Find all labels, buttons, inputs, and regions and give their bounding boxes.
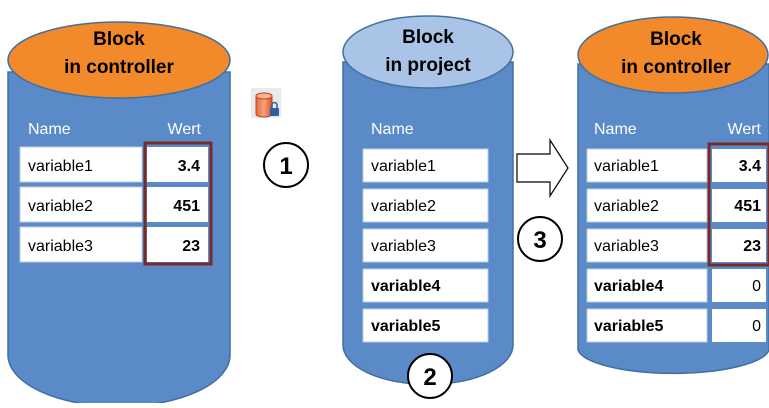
- cylinder-title-line1: Block: [650, 29, 702, 50]
- value-highlight-frame: [707, 142, 769, 267]
- variable-value: 3.4: [178, 158, 200, 175]
- value-highlight-frame: [143, 141, 213, 266]
- cell-name: [586, 188, 708, 223]
- variable-value: 3.4: [739, 158, 761, 175]
- step-number: 3: [533, 227, 546, 254]
- header-name: Name: [594, 121, 637, 138]
- variable-name: variable3: [594, 238, 659, 255]
- variable-name: variable3: [28, 238, 93, 255]
- header-value: Wert: [728, 121, 762, 138]
- variable-value: 0: [752, 318, 761, 335]
- cell-name: [362, 308, 489, 343]
- cell-name: [586, 268, 708, 303]
- database-lock-icon: [251, 88, 281, 118]
- step-number: 2: [423, 364, 436, 391]
- cell-value: [712, 309, 766, 342]
- variable-name: variable1: [28, 158, 93, 175]
- cell-name: [362, 268, 489, 303]
- header-name: Name: [28, 121, 71, 138]
- cylinder-top: [7, 21, 231, 99]
- variable-name: variable2: [28, 198, 93, 215]
- header-name: Name: [371, 121, 414, 138]
- cylinder-top: [577, 16, 769, 94]
- variable-value: 23: [182, 238, 200, 255]
- variable-name: variable5: [594, 318, 663, 335]
- step-marker-3: 3: [517, 216, 563, 262]
- step-marker-1: 1: [263, 142, 309, 188]
- cell-name: [19, 226, 143, 263]
- cylinder-block-in-controller-right: Block in controller Name Wert variable1 …: [577, 16, 769, 375]
- variable-name: variable2: [594, 198, 659, 215]
- step-marker-2: 2: [407, 353, 453, 399]
- right-arrow-icon: [516, 137, 569, 199]
- cell-value: [147, 187, 208, 222]
- cell-value: [147, 227, 208, 262]
- cylinder-title-line2: in project: [385, 55, 471, 76]
- cell-value: [147, 147, 208, 182]
- cell-value: [712, 269, 766, 302]
- cell-name: [19, 146, 143, 183]
- cylinder-title-line2: in controller: [64, 57, 174, 78]
- variable-name: variable4: [371, 278, 440, 295]
- variable-value: 451: [173, 198, 200, 215]
- variable-value: 23: [743, 238, 761, 255]
- variable-name: variable1: [371, 158, 436, 175]
- variable-value: 0: [752, 278, 761, 295]
- cylinder-top: [342, 15, 514, 89]
- cell-name: [362, 228, 489, 263]
- cell-name: [586, 308, 708, 343]
- variable-value: 451: [734, 198, 761, 215]
- cell-value: [712, 189, 766, 222]
- cell-value: [712, 149, 766, 182]
- variable-name: variable5: [371, 318, 440, 335]
- cylinder-block-in-project: Block in project Name variable1 variable…: [342, 15, 514, 386]
- cell-name: [586, 148, 708, 183]
- variable-name: variable3: [371, 238, 436, 255]
- cylinder-block-in-controller-left: Block in controller Name Wert variable1 …: [7, 21, 231, 408]
- variable-name: variable1: [594, 158, 659, 175]
- cell-name: [362, 148, 489, 183]
- variable-name: variable2: [371, 198, 436, 215]
- step-number: 1: [279, 153, 292, 180]
- cylinder-title-line1: Block: [93, 29, 145, 50]
- header-value: Wert: [168, 121, 202, 138]
- cylinder-title-line2: in controller: [621, 57, 731, 78]
- cylinder-title-line1: Block: [402, 27, 454, 48]
- cell-name: [19, 186, 143, 223]
- cell-name: [362, 188, 489, 223]
- cell-value: [712, 229, 766, 262]
- variable-name: variable4: [594, 278, 663, 295]
- cell-name: [586, 228, 708, 263]
